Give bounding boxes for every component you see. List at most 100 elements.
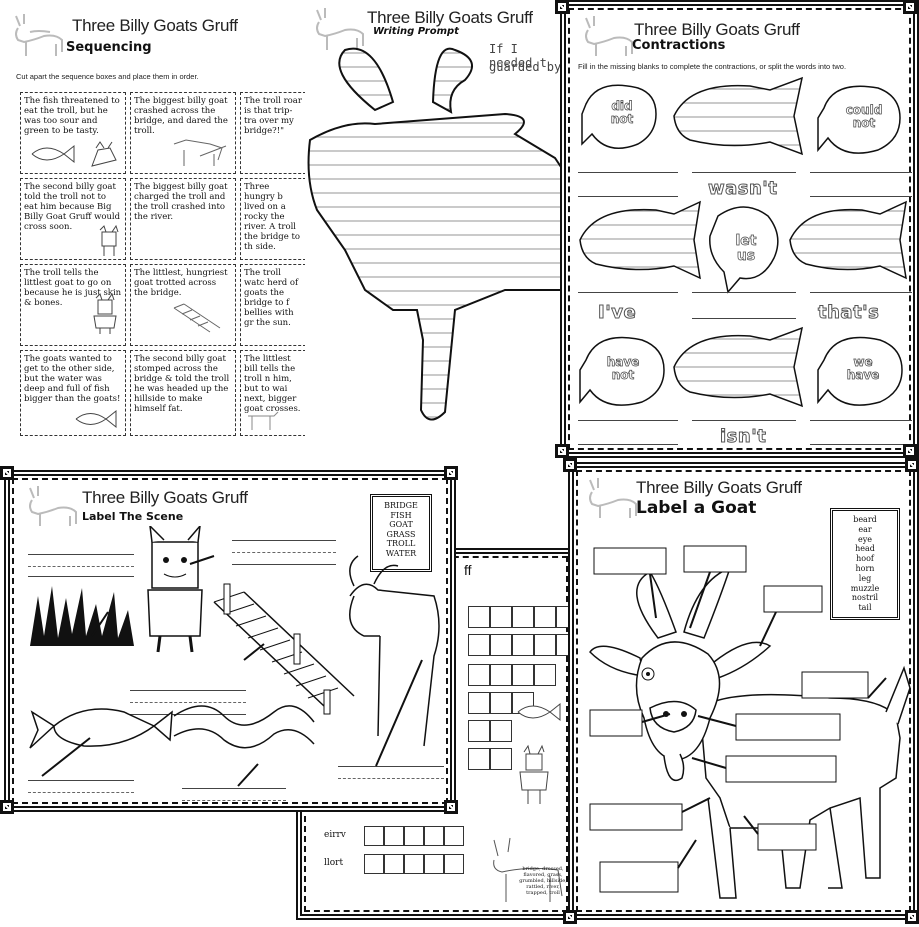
- letter-box[interactable]: [404, 826, 424, 846]
- worksheet-title: Three Billy Goats Gruff: [636, 478, 802, 497]
- border-corner-ornament: [563, 910, 577, 924]
- sequence-card[interactable]: The littlest, hungriest goat trotted acr…: [130, 264, 236, 346]
- label-guide-line: [338, 778, 444, 779]
- letter-box[interactable]: [468, 692, 490, 714]
- goat-logo-icon: [15, 14, 63, 56]
- letter-box[interactable]: [490, 720, 512, 742]
- goat-logo-icon: [585, 16, 633, 56]
- answer-line[interactable]: [810, 196, 912, 197]
- letter-box[interactable]: [534, 606, 556, 628]
- answer-line[interactable]: [810, 420, 912, 421]
- answer-line[interactable]: [692, 318, 796, 319]
- worksheet-title: Three Billy Goats Gruff: [634, 20, 800, 39]
- letter-box[interactable]: [490, 664, 512, 686]
- sequence-card[interactable]: The troll roar is that trip-tra over my …: [240, 92, 306, 174]
- letter-box[interactable]: [404, 854, 424, 874]
- border-corner-ornament: [905, 458, 919, 472]
- label-answer-line[interactable]: [182, 788, 286, 789]
- letter-box[interactable]: [468, 720, 490, 742]
- answer-line[interactable]: [578, 444, 678, 445]
- letter-box[interactable]: [424, 826, 444, 846]
- letter-box[interactable]: [534, 664, 556, 686]
- letter-box[interactable]: [490, 748, 512, 770]
- label-answer-line[interactable]: [130, 714, 246, 715]
- letter-box[interactable]: [490, 634, 512, 656]
- letter-box[interactable]: [490, 692, 512, 714]
- goat-logo-icon: [316, 8, 364, 50]
- round-fish-icon: [579, 336, 665, 406]
- answer-line[interactable]: [578, 196, 678, 197]
- sequence-card[interactable]: Three hungry b lived on a rocky the rive…: [240, 178, 306, 260]
- border-corner-ornament: [555, 0, 569, 14]
- border-corner-ornament: [0, 466, 14, 480]
- long-fish-lined-icon[interactable]: [786, 198, 912, 282]
- border-corner-ornament: [905, 910, 919, 924]
- letter-box[interactable]: [512, 634, 534, 656]
- letter-box[interactable]: [556, 634, 570, 656]
- sequence-card[interactable]: The troll watc herd of goats the bridge …: [240, 264, 306, 346]
- sequence-card[interactable]: The goats wanted to get to the other sid…: [20, 350, 126, 436]
- contraction-given-word: isn't: [719, 426, 767, 448]
- letter-box[interactable]: [424, 854, 444, 874]
- letter-box[interactable]: [468, 664, 490, 686]
- troll-illustration-icon: [99, 224, 119, 256]
- letter-box[interactable]: [444, 826, 464, 846]
- label-answer-line[interactable]: [232, 564, 336, 565]
- writing-prompt-line: guarded by: [489, 60, 562, 74]
- sequence-card[interactable]: The second billy goat told the troll not…: [20, 178, 126, 260]
- worksheet-subtitle: Contractions: [632, 38, 726, 53]
- letter-box[interactable]: [444, 854, 464, 874]
- scrambled-word: llort: [324, 858, 344, 868]
- troll-illustration-icon: [519, 744, 549, 804]
- sequence-card[interactable]: The fish threatened to eat the troll, bu…: [20, 92, 126, 174]
- letter-box[interactable]: [512, 664, 534, 686]
- answer-line[interactable]: [810, 172, 912, 173]
- answer-line[interactable]: [578, 172, 678, 173]
- letter-box[interactable]: [534, 634, 556, 656]
- answer-line[interactable]: [692, 292, 796, 293]
- label-answer-line[interactable]: [28, 780, 134, 781]
- word-list-caption: bridge, dressed, flavored, grass, grumbl…: [519, 866, 567, 896]
- answer-line[interactable]: [578, 292, 678, 293]
- long-fish-lined-icon[interactable]: [670, 326, 810, 408]
- letter-box[interactable]: [468, 748, 490, 770]
- label-answer-line[interactable]: [130, 690, 246, 691]
- goat-head-writing-shape-icon[interactable]: [305, 40, 563, 430]
- label-answer-line[interactable]: [232, 540, 336, 541]
- round-fish-icon: [817, 336, 903, 406]
- goat-logo-icon: [29, 486, 77, 526]
- letter-box[interactable]: [512, 606, 534, 628]
- letter-box[interactable]: [468, 606, 490, 628]
- scrambled-word: eirrv: [324, 830, 346, 840]
- letter-box[interactable]: [556, 606, 570, 628]
- sequence-card[interactable]: The biggest billy goat charged the troll…: [130, 178, 236, 260]
- long-fish-lined-icon[interactable]: [670, 76, 810, 156]
- answer-line[interactable]: [692, 172, 796, 173]
- contraction-given-word: I've: [597, 302, 637, 324]
- label-answer-line[interactable]: [28, 576, 134, 577]
- letter-box[interactable]: [490, 606, 512, 628]
- border-corner-ornament: [555, 444, 569, 458]
- answer-line[interactable]: [810, 444, 912, 445]
- answer-line[interactable]: [810, 292, 912, 293]
- worksheet-subtitle: Writing Prompt: [373, 26, 459, 37]
- label-goat-worksheet: Three Billy Goats Gruff Label a Goat bea…: [568, 462, 919, 920]
- long-fish-lined-icon[interactable]: [576, 198, 706, 282]
- label-answer-line[interactable]: [28, 554, 134, 555]
- answer-line[interactable]: [692, 420, 796, 421]
- letter-box[interactable]: [384, 826, 404, 846]
- contractions-worksheet: Three Billy Goats Gruff Contractions Fil…: [560, 0, 919, 458]
- sequence-card[interactable]: The second billy goat stomped across the…: [130, 350, 236, 436]
- worksheet-subtitle: Label The Scene: [82, 510, 184, 523]
- worksheet-subtitle: Sequencing: [66, 40, 152, 55]
- answer-line[interactable]: [578, 420, 678, 421]
- fish-illustration-icon: [31, 144, 75, 164]
- letter-box[interactable]: [384, 854, 404, 874]
- sequence-card[interactable]: The biggest billy goat crashed across th…: [130, 92, 236, 174]
- letter-box[interactable]: [364, 854, 384, 874]
- label-answer-line[interactable]: [338, 766, 444, 767]
- sequence-card[interactable]: The troll tells the littlest goat to go …: [20, 264, 126, 346]
- letter-box[interactable]: [364, 826, 384, 846]
- letter-box[interactable]: [468, 634, 490, 656]
